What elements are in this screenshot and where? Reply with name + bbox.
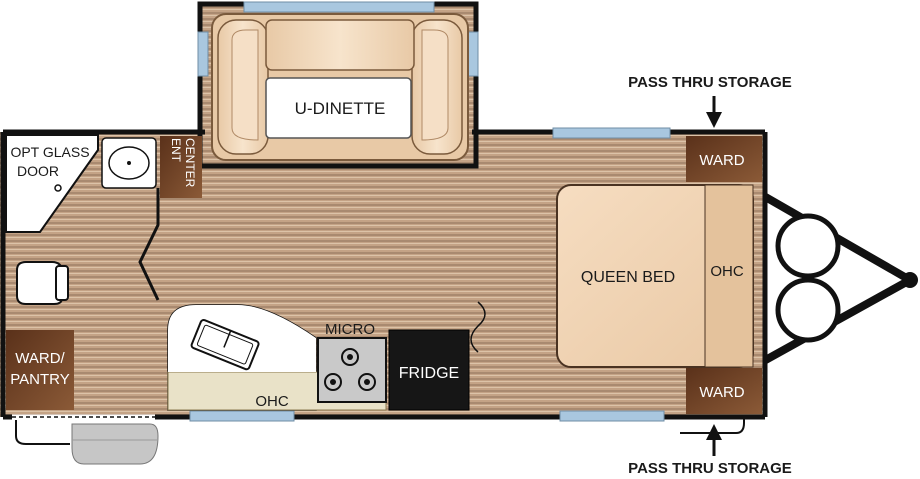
pass-thru-storage-top: PASS THRU STORAGE: [628, 74, 792, 128]
u-dinette-label: U-DINETTE: [295, 99, 386, 118]
fridge: FRIDGE: [388, 329, 470, 411]
sink-drain-icon: [127, 161, 131, 165]
bed-curtain: [470, 301, 486, 353]
pass-thru-storage-bottom-label: PASS THRU STORAGE: [628, 460, 792, 477]
hitch: [760, 191, 919, 366]
pass-thru-storage-bottom: PASS THRU STORAGE: [628, 419, 792, 477]
ward-top-label: WARD: [699, 152, 744, 169]
kitchen-counter: OHC: [167, 304, 387, 411]
ward-pantry: WARD/ PANTRY: [6, 330, 74, 410]
ohc-kitchen-label: OHC: [255, 393, 289, 410]
burner-icon: [341, 348, 359, 366]
center-label: CENTER: [183, 138, 197, 188]
burner-icon: [358, 373, 376, 391]
window: [467, 31, 479, 77]
arrow-down-icon: [706, 112, 722, 128]
ward-pantry-label-line2: PANTRY: [10, 371, 69, 388]
micro-label: MICRO: [325, 321, 375, 338]
window: [189, 410, 295, 422]
entertainment-center: ENT CENTER: [160, 136, 202, 198]
kitchen-sink: [190, 319, 260, 371]
pass-thru-storage-top-label: PASS THRU STORAGE: [628, 74, 792, 91]
window: [559, 410, 665, 422]
wardrobe-top: WARD: [686, 136, 762, 182]
queen-bed-label: QUEEN BED: [581, 269, 675, 286]
burner-icon: [324, 373, 342, 391]
entry-steps: [12, 414, 159, 465]
dinette-table: [265, 77, 412, 139]
fridge-label: FRIDGE: [399, 365, 459, 382]
ward-bottom-label: WARD: [699, 384, 744, 401]
bathroom-wall: [138, 188, 160, 301]
window: [197, 31, 209, 77]
u-dinette: U-DINETTE: [211, 13, 469, 161]
opt-glass-door-label-line1: OPT GLASS: [10, 144, 89, 160]
drain-icon: [54, 184, 62, 192]
bathroom: OPT GLASS DOOR: [5, 134, 160, 330]
ward-pantry-label-line1: WARD/: [15, 350, 65, 367]
propane-tank-icon: [775, 277, 841, 343]
ent-label: ENT: [169, 138, 183, 163]
ohc-bed-label: OHC: [710, 263, 744, 280]
wardrobe-bottom: WARD: [686, 368, 762, 414]
stove: MICRO: [317, 321, 387, 403]
window: [552, 127, 671, 139]
propane-tank-icon: [775, 213, 841, 279]
opt-glass-door-label-line2: DOOR: [17, 163, 59, 179]
window: [243, 1, 435, 13]
arrow-up-icon: [706, 424, 722, 440]
queen-bed: QUEEN BED OHC: [556, 184, 754, 368]
